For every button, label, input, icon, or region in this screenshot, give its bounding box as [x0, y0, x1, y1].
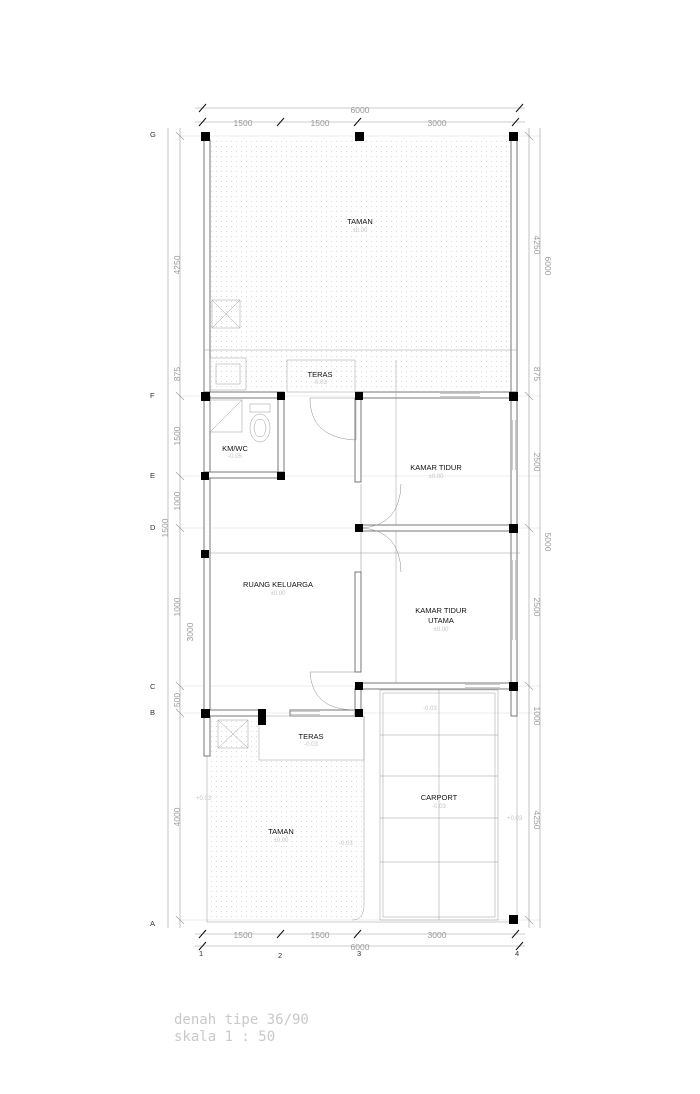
dim-right-5: 1000 — [532, 707, 542, 726]
room-km-wc-area: -0.05 — [228, 454, 242, 460]
grid-label-c: C — [150, 682, 156, 691]
interior-lines — [204, 349, 520, 761]
dim-bottom-seg-2: 1500 — [311, 930, 330, 940]
dim-left-7: 500 — [172, 693, 182, 707]
dim-left-2: 875 — [172, 367, 182, 381]
dim-right-6: 4250 — [532, 811, 542, 830]
dim-left-6: 3000 — [185, 622, 195, 641]
level-marks: +0.03 +0.03 -0.03 -0.03 — [196, 706, 523, 847]
room-carport-area: -0.03 — [432, 804, 446, 810]
garden-front-hatch — [209, 140, 514, 390]
dim-right-2: 875 — [532, 367, 542, 381]
room-teras-top-label: TERAS — [307, 370, 332, 379]
level-mark-3: -0.03 — [423, 706, 437, 712]
dim-left-8: 4000 — [172, 807, 182, 826]
room-km-wc-label: KM/WC — [222, 444, 248, 453]
level-mark-2: +0.03 — [507, 816, 523, 822]
teras-bottom-hatch — [209, 718, 259, 760]
grid-label-d: D — [150, 523, 156, 532]
drawing-scale: skala 1 : 50 — [174, 1029, 275, 1045]
garden-back-hatch — [209, 760, 364, 920]
drawing-title: denah tipe 36/90 — [174, 1012, 309, 1028]
windows — [290, 393, 516, 715]
grid-label-1: 1 — [199, 949, 203, 958]
level-mark-4: -0.03 — [339, 841, 353, 847]
grid-label-e: E — [150, 471, 155, 480]
room-kamar-tidur-utama-area: ±0.00 — [434, 627, 450, 633]
room-ruang-keluarga-area: ±0.00 — [271, 591, 287, 597]
grid-label-4: 4 — [515, 949, 519, 958]
room-kamar-tidur-area: ±0.00 — [429, 474, 445, 480]
room-kamar-tidur-label: KAMAR TIDUR — [410, 463, 462, 472]
bathroom-fixtures — [209, 299, 271, 749]
dim-left-5: 1000 — [172, 597, 182, 616]
room-teras-bottom-label: TERAS — [298, 732, 323, 741]
room-teras-bottom-area: -0.03 — [304, 742, 318, 748]
room-taman-back-label: TAMAN — [268, 827, 294, 836]
dim-left-3: 1500 — [172, 426, 182, 445]
dim-bottom-seg-1: 1500 — [234, 930, 253, 940]
room-kamar-tidur-utama-label-2: UTAMA — [428, 616, 454, 625]
dim-right-outer-2: 5000 — [543, 533, 553, 552]
dim-right-3: 2500 — [532, 453, 542, 472]
dimension-lines — [167, 103, 541, 951]
dim-top-total: 6000 — [351, 105, 370, 115]
grid-row-labels: G F E D C B A — [150, 130, 156, 928]
dim-right-1: 4250 — [532, 236, 542, 255]
grid-col-labels: 1 2 3 4 — [199, 949, 519, 960]
dim-left-outer-1: 1500 — [160, 518, 170, 537]
dim-left-1: 4250 — [172, 255, 182, 274]
room-taman-front-area: ±0.00 — [353, 228, 369, 234]
dim-left-4: 1000 — [172, 491, 182, 510]
grid-label-a: A — [150, 919, 155, 928]
dim-right-outer-1: 6000 — [543, 257, 553, 276]
grid-label-3: 3 — [357, 949, 361, 958]
grid-label-f: F — [150, 391, 155, 400]
room-ruang-keluarga-label: RUANG KELUARGA — [243, 580, 313, 589]
room-taman-front-label: TAMAN — [347, 217, 373, 226]
dim-bottom-total: 6000 — [351, 942, 370, 952]
dim-top-seg-2: 1500 — [311, 118, 330, 128]
level-mark-1: +0.03 — [196, 796, 212, 802]
grid-label-b: B — [150, 708, 155, 717]
room-kamar-tidur-utama-label-1: KAMAR TIDUR — [415, 606, 467, 615]
dim-right-4: 2500 — [532, 598, 542, 617]
structural-columns — [201, 132, 518, 924]
dim-bottom-seg-3: 3000 — [428, 930, 447, 940]
dim-top-seg-1: 1500 — [234, 118, 253, 128]
dim-top-seg-3: 3000 — [428, 118, 447, 128]
room-taman-back-area: ±0.00 — [274, 838, 290, 844]
grid-label-2: 2 — [278, 951, 282, 960]
room-carport-label: CARPORT — [421, 793, 458, 802]
carport-grid — [379, 689, 499, 921]
room-labels: TAMAN ±0.00 TERAS -0.03 KM/WC -0.05 KAMA… — [222, 217, 467, 844]
room-teras-top-area: -0.03 — [313, 380, 327, 386]
grid-label-g: G — [150, 130, 156, 139]
